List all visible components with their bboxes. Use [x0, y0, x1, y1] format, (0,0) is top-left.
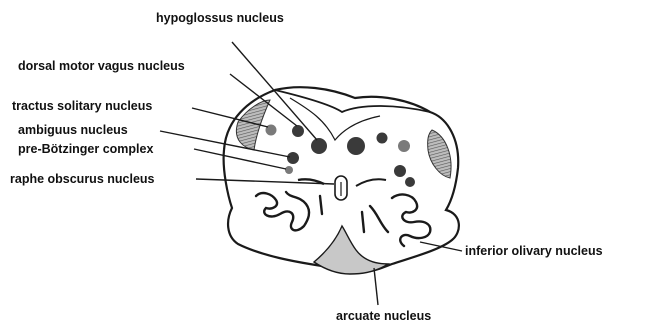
label-inferior-olivary-nucleus: inferior olivary nucleus [465, 244, 603, 258]
label-dorsal-motor-vagus-nucleus: dorsal motor vagus nucleus [18, 59, 185, 73]
right-solitary-dot [398, 140, 410, 152]
label-hypoglossus-nucleus: hypoglossus nucleus [156, 11, 284, 25]
label-arcuate-nucleus: arcuate nucleus [336, 309, 431, 323]
dorsal-motor-vagus-dot [292, 125, 304, 137]
right-hypoglossus-dot [347, 137, 365, 155]
right-dorsal-vagus-dot [377, 133, 388, 144]
pre-botzinger-dot [285, 166, 293, 174]
label-pre-botzinger-complex: pre-Bötzinger complex [18, 142, 153, 156]
hypoglossus-nucleus-dot [311, 138, 327, 154]
label-tractus-solitary-nucleus: tractus solitary nucleus [12, 99, 152, 113]
right-ambiguus-dot [394, 165, 406, 177]
leader-arcuate [374, 268, 378, 305]
label-raphe-obscurus-nucleus: raphe obscurus nucleus [10, 172, 154, 186]
ambiguus-nucleus-dot [287, 152, 299, 164]
label-ambiguus-nucleus: ambiguus nucleus [18, 123, 128, 137]
right-pre-botzinger-dot [405, 177, 415, 187]
